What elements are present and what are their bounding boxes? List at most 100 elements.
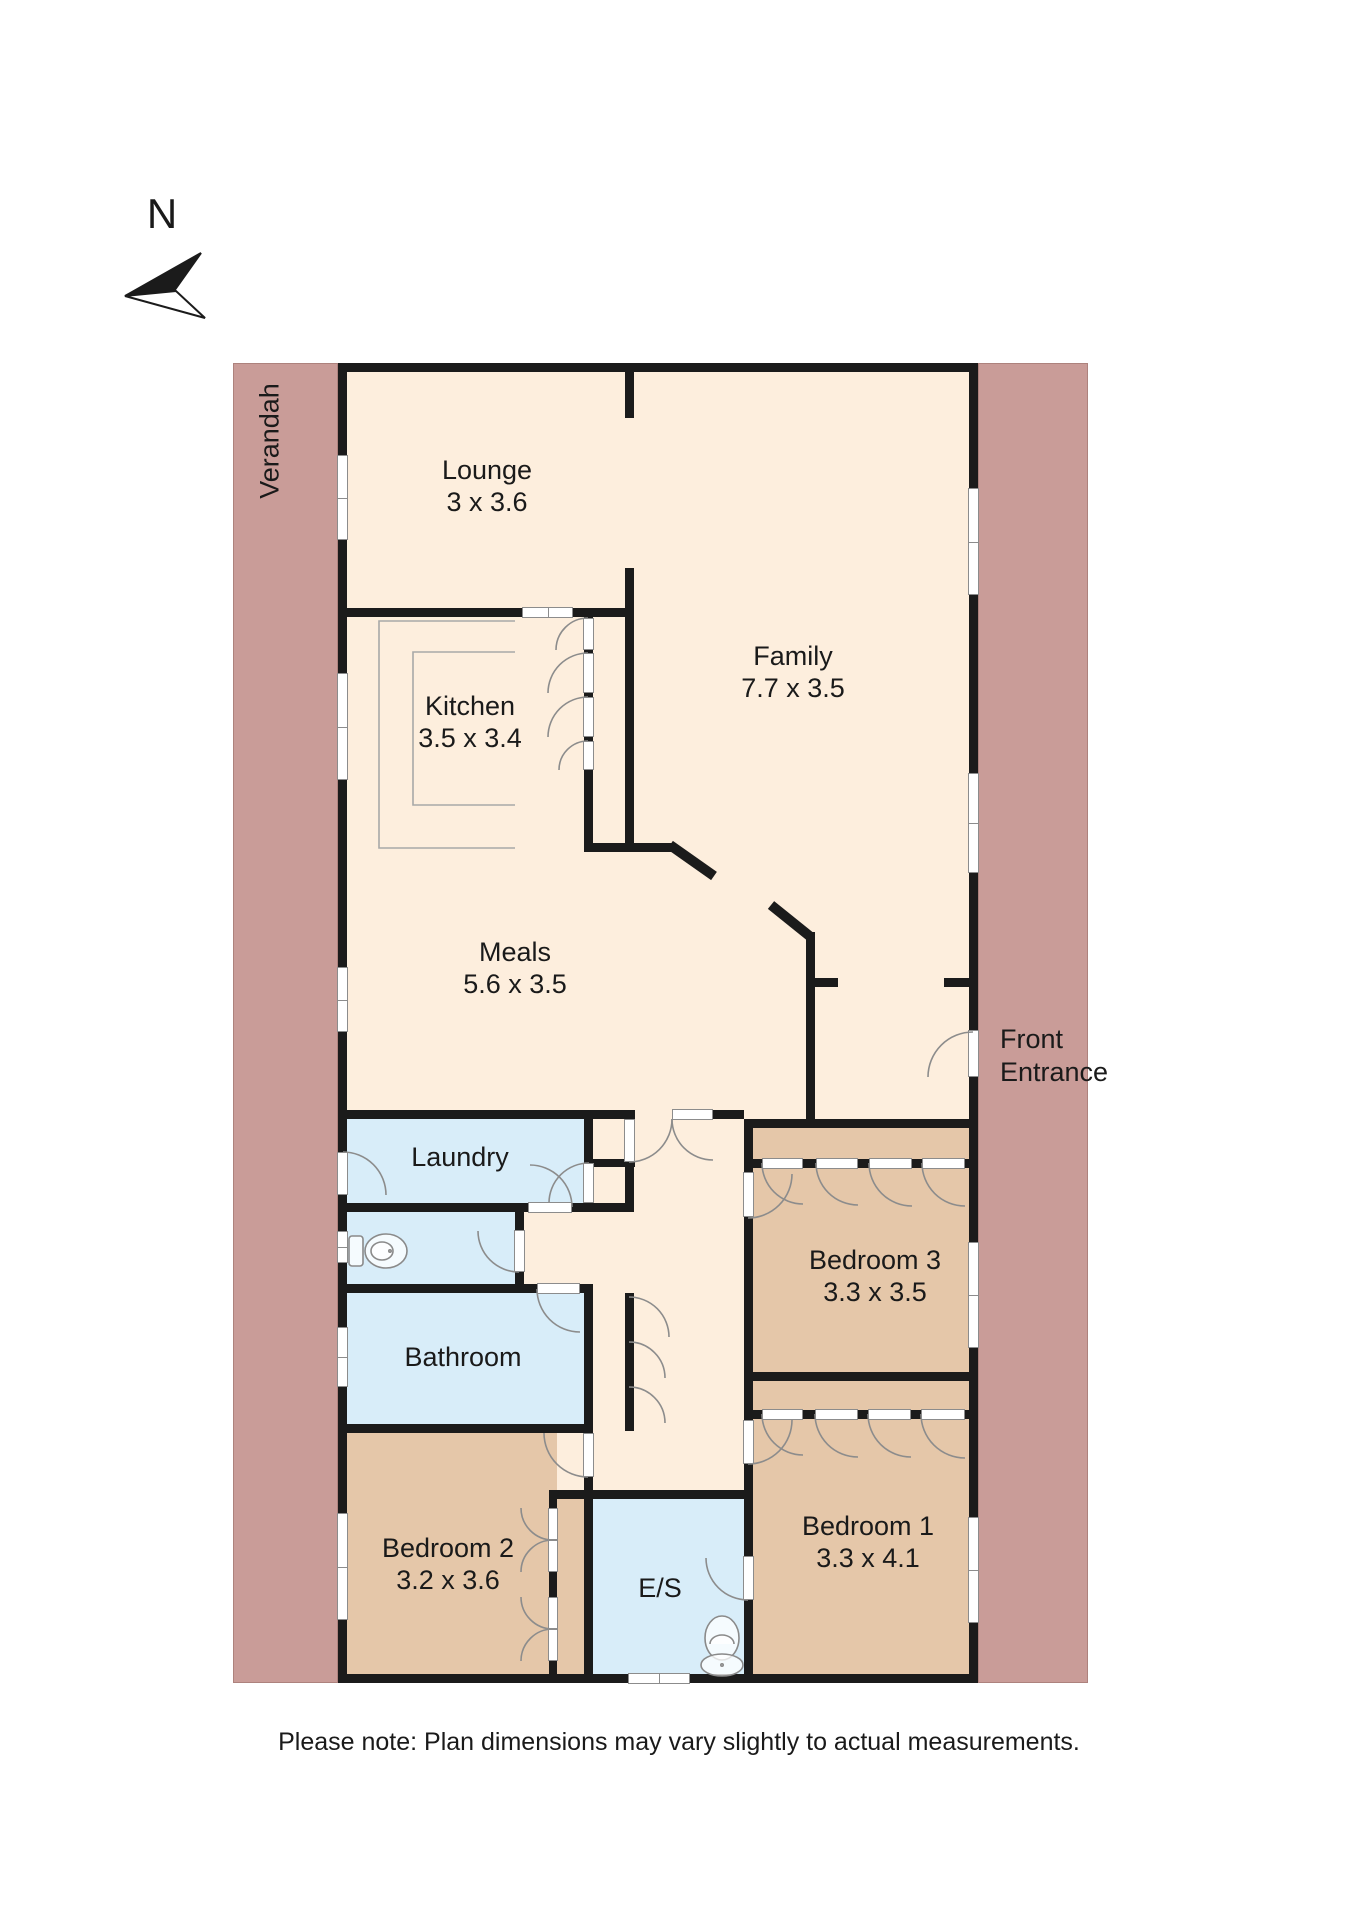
room-label-kitchen: Kitchen 3.5 x 3.4 [418, 690, 522, 754]
room-label-ensuite: E/S [638, 1572, 682, 1604]
room-dims: 3.3 x 3.5 [823, 1277, 927, 1307]
room-name: Bathroom [404, 1342, 522, 1372]
room-name: Lounge [441, 455, 533, 485]
compass-north-label: N [146, 190, 178, 237]
wall [625, 617, 634, 848]
door-leaf-bedroom1 [743, 1420, 754, 1464]
wall [338, 363, 978, 372]
window [337, 1327, 348, 1387]
door-leaf-robe3 [922, 1158, 965, 1169]
door-leaf-laundry-cupboard [583, 1163, 594, 1203]
wall [580, 1284, 593, 1293]
window [628, 1673, 690, 1684]
room-label-laundry: Laundry [411, 1141, 509, 1173]
door-leaf-laundry-exterior [337, 1152, 348, 1195]
door-leaf-front-entrance [968, 1030, 979, 1077]
door-leaf-robe3 [869, 1158, 912, 1169]
wall [753, 1159, 969, 1168]
door-leaf-robe1 [921, 1409, 965, 1420]
servery-window [522, 607, 573, 618]
door-leaf-robe3 [816, 1158, 858, 1169]
wall [584, 1119, 593, 1163]
plan-disclaimer-note: Please note: Plan dimensions may vary sl… [278, 1728, 1080, 1756]
door-leaf-laundry-lobby [528, 1202, 572, 1213]
room-dims: 7.7 x 3.5 [741, 673, 845, 703]
room-name: Bedroom 1 [801, 1511, 935, 1541]
room-label-meals: Meals 5.6 x 3.5 [463, 936, 567, 1000]
window [337, 673, 348, 780]
verandah-label: Verandah [254, 383, 285, 499]
wall [549, 1490, 744, 1499]
door-leaf-bedroom2 [583, 1433, 594, 1477]
room-label-lounge: Lounge 3 x 3.6 [442, 454, 532, 518]
wall [713, 1110, 744, 1119]
room-name: Bedroom 3 [808, 1245, 942, 1275]
front-porch-strip [978, 363, 1088, 1683]
window [337, 455, 348, 540]
wall [944, 978, 969, 987]
window [968, 1517, 979, 1623]
wall [549, 1499, 557, 1677]
room-dims: 3.2 x 3.6 [396, 1565, 500, 1595]
wall [347, 608, 522, 617]
door-leaf-hall [672, 1109, 713, 1120]
door-leaf-bedroom3 [743, 1172, 754, 1217]
wall [338, 1203, 528, 1212]
door-leaf-pantry [583, 618, 594, 650]
wall [753, 1410, 969, 1419]
wall [573, 608, 634, 617]
front-entrance-line2: Entrance [1000, 1057, 1109, 1087]
door-leaf-robe2 [548, 1629, 558, 1661]
room-label-family: Family 7.7 x 3.5 [741, 640, 845, 704]
window [337, 1513, 348, 1620]
door-leaf-robe1 [815, 1409, 858, 1420]
wall [338, 1110, 635, 1119]
wall [744, 1119, 978, 1128]
room-name: Bedroom 2 [381, 1533, 515, 1563]
door-leaf-pantry [583, 741, 594, 770]
room-label-bedroom2: Bedroom 2 3.2 x 3.6 [382, 1532, 514, 1596]
room-label-bedroom1: Bedroom 1 3.3 x 4.1 [802, 1510, 934, 1574]
window [968, 488, 979, 595]
door-leaf-robe2 [548, 1508, 558, 1540]
room-name: Kitchen [424, 691, 516, 721]
door-leaf-robe1 [762, 1409, 803, 1420]
window [337, 967, 348, 1032]
window [337, 1231, 348, 1263]
window [968, 1242, 979, 1348]
door-leaf-robe3 [762, 1158, 803, 1169]
wall [625, 1293, 634, 1431]
front-entrance-line1: Front [1000, 1024, 1064, 1054]
wall [806, 932, 815, 1122]
wall [625, 1159, 634, 1212]
room-name: E/S [638, 1573, 682, 1603]
wall [625, 372, 634, 418]
door-leaf-robe1 [868, 1409, 911, 1420]
door-leaf-ensuite [743, 1556, 754, 1600]
wall [806, 978, 838, 987]
north-arrow-icon [124, 252, 206, 319]
room-dims: 5.6 x 3.5 [463, 969, 567, 999]
room-label-bathroom: Bathroom [404, 1341, 521, 1373]
room-name: Laundry [411, 1142, 509, 1172]
wall [969, 363, 978, 1683]
wall [625, 568, 634, 617]
wall [584, 1477, 593, 1499]
door-leaf-robe2 [548, 1597, 558, 1629]
wall [584, 1293, 593, 1431]
room-dims: 3.5 x 3.4 [418, 723, 522, 753]
window [968, 773, 979, 873]
room-name: Family [753, 641, 833, 671]
wall [338, 1284, 537, 1293]
door-leaf-hall [624, 1119, 635, 1162]
wall [338, 1424, 593, 1433]
wall [744, 1119, 753, 1683]
wall [572, 1203, 634, 1212]
wall [584, 1159, 635, 1167]
floor-wc [347, 1212, 515, 1293]
front-entrance-label: Front Entrance [1000, 1023, 1108, 1089]
door-leaf-pantry [583, 653, 594, 693]
wall [744, 1372, 978, 1381]
verandah-strip [233, 363, 338, 1683]
